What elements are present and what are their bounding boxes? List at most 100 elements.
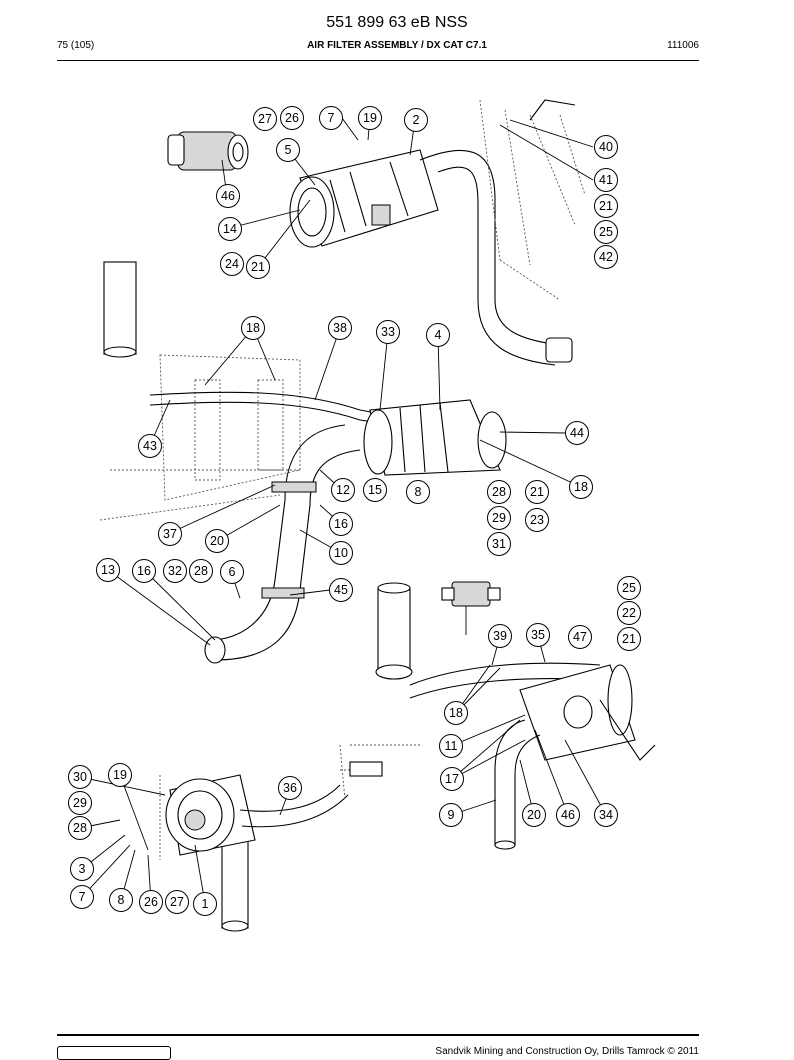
callout[interactable]: 18 [569,475,593,499]
callout-number: 22 [622,606,636,620]
callout[interactable]: 19 [358,106,382,130]
callout[interactable]: 8 [109,888,133,912]
callout-number: 37 [163,527,177,541]
callout[interactable]: 29 [487,506,511,530]
callout[interactable]: 1 [193,892,217,916]
top-filter-assembly [167,99,586,366]
callout-number: 16 [137,564,151,578]
callout[interactable]: 31 [487,532,511,556]
callout-number: 28 [194,564,208,578]
callout[interactable]: 20 [205,529,229,553]
callout[interactable]: 40 [594,135,618,159]
callout[interactable]: 14 [218,217,242,241]
callout-number: 15 [368,483,382,497]
callout[interactable]: 46 [556,803,580,827]
callout[interactable]: 38 [328,316,352,340]
callout-number: 40 [599,140,613,154]
callout[interactable]: 21 [246,255,270,279]
callout[interactable]: 20 [522,803,546,827]
callout[interactable]: 7 [319,106,343,130]
callout[interactable]: 11 [439,734,463,758]
callout-number: 4 [435,328,442,342]
callout-number: 26 [144,895,158,909]
callout[interactable]: 37 [158,522,182,546]
callout-number: 21 [530,485,544,499]
callout[interactable]: 13 [96,558,120,582]
callout[interactable]: 21 [617,627,641,651]
callout-number: 46 [221,189,235,203]
callout-number: 8 [118,893,125,907]
callout[interactable]: 39 [488,624,512,648]
callout[interactable]: 5 [276,138,300,162]
callout[interactable]: 47 [568,625,592,649]
callout[interactable]: 27 [253,107,277,131]
callout-number: 5 [285,143,292,157]
callout[interactable]: 45 [329,578,353,602]
callout[interactable]: 16 [329,512,353,536]
callout[interactable]: 30 [68,765,92,789]
callout[interactable]: 33 [376,320,400,344]
callout[interactable]: 34 [594,803,618,827]
callout[interactable]: 27 [165,890,189,914]
callout[interactable]: 19 [108,763,132,787]
callout-number: 28 [492,485,506,499]
callout[interactable]: 29 [68,791,92,815]
callout-number: 25 [599,225,613,239]
callout[interactable]: 10 [329,541,353,565]
callout[interactable]: 28 [487,480,511,504]
callout[interactable]: 46 [216,184,240,208]
section-title: AIR FILTER ASSEMBLY / DX CAT C7.1 [307,40,487,51]
callout[interactable]: 4 [426,323,450,347]
callout-number: 2 [413,113,420,127]
callout-number: 24 [225,257,239,271]
callout[interactable]: 21 [525,480,549,504]
callout-number: 12 [336,483,350,497]
callout[interactable]: 36 [278,776,302,800]
callout-number: 44 [570,426,584,440]
callout-number: 10 [334,546,348,560]
callout[interactable]: 3 [70,857,94,881]
callout-number: 39 [493,629,507,643]
callout[interactable]: 25 [594,220,618,244]
callout[interactable]: 6 [220,560,244,584]
callout-number: 13 [101,563,115,577]
callout[interactable]: 17 [440,767,464,791]
callout[interactable]: 26 [139,890,163,914]
callout-number: 14 [223,222,237,236]
callout[interactable]: 43 [138,434,162,458]
document-code: 111006 [667,40,699,51]
callout[interactable]: 44 [565,421,589,445]
callout[interactable]: 16 [132,559,156,583]
callout[interactable]: 8 [406,480,430,504]
callout[interactable]: 23 [525,508,549,532]
callout-number: 19 [363,111,377,125]
callout[interactable]: 21 [594,194,618,218]
callout[interactable]: 7 [70,885,94,909]
bottom-left-assembly [159,744,383,932]
callout[interactable]: 12 [331,478,355,502]
callout-number: 30 [73,770,87,784]
callout[interactable]: 15 [363,478,387,502]
callout[interactable]: 25 [617,576,641,600]
footer-rule [57,1034,699,1036]
callout-number: 34 [599,808,613,822]
callout[interactable]: 22 [617,601,641,625]
callout-number: 27 [170,895,184,909]
callout[interactable]: 24 [220,252,244,276]
callout-number: 21 [599,199,613,213]
callout-number: 45 [334,583,348,597]
callout[interactable]: 26 [280,106,304,130]
callout[interactable]: 28 [189,559,213,583]
callout[interactable]: 42 [594,245,618,269]
callout[interactable]: 41 [594,168,618,192]
callout[interactable]: 18 [241,316,265,340]
callout-number: 42 [599,250,613,264]
callout-number: 18 [449,706,463,720]
callout-number: 33 [381,325,395,339]
callout[interactable]: 35 [526,623,550,647]
callout[interactable]: 2 [404,108,428,132]
callout[interactable]: 9 [439,803,463,827]
callout[interactable]: 18 [444,701,468,725]
callout[interactable]: 28 [68,816,92,840]
callout[interactable]: 32 [163,559,187,583]
